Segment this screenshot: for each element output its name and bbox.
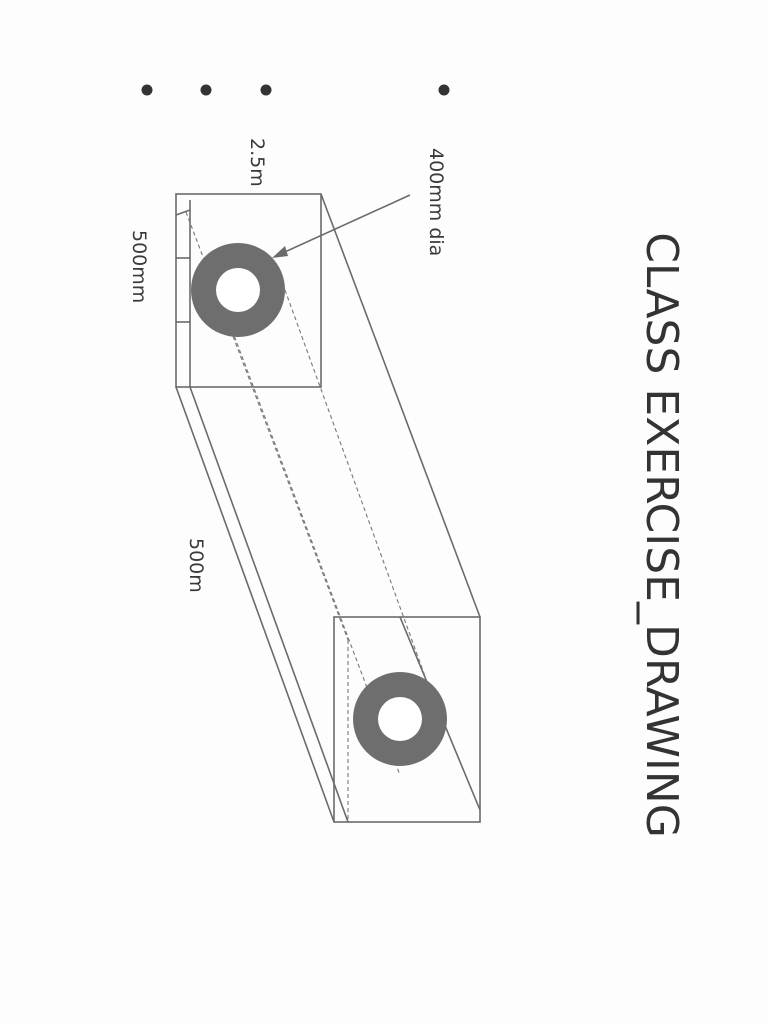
bullet-dot: [260, 84, 272, 96]
drawing-title: CLASS EXERCISE_DRAWING: [636, 232, 687, 838]
width-label: 500mm: [128, 230, 150, 303]
far-end-face: [333, 616, 481, 823]
depth-label: 2.5m: [246, 138, 268, 187]
pipe-bore: [378, 697, 422, 741]
leader-line: [275, 194, 411, 257]
bullet-dot: [141, 84, 153, 96]
pipe-far: [353, 672, 447, 766]
hidden-edges: [185, 211, 431, 822]
pipe-near: [191, 243, 285, 337]
bullet-dots: [141, 84, 450, 96]
hidden-edge: [231, 329, 401, 776]
near-end-face: [175, 193, 322, 388]
bullet-dot: [200, 84, 212, 96]
length-label: 500m: [185, 538, 207, 593]
arrow-head-icon: [272, 246, 288, 258]
pipe-diameter-label: 400mm dia: [425, 148, 447, 256]
trench-box: [175, 193, 481, 823]
top-long-edge: [320, 193, 481, 618]
hidden-edge: [185, 211, 349, 641]
bullet-dot: [438, 84, 450, 96]
side-long-edge: [189, 386, 349, 823]
tick-mark: [175, 209, 191, 216]
pipe-bore: [216, 268, 260, 312]
diameter-leader: [272, 194, 411, 258]
bottom-long-edge: [175, 386, 335, 823]
hidden-edge: [284, 289, 431, 691]
